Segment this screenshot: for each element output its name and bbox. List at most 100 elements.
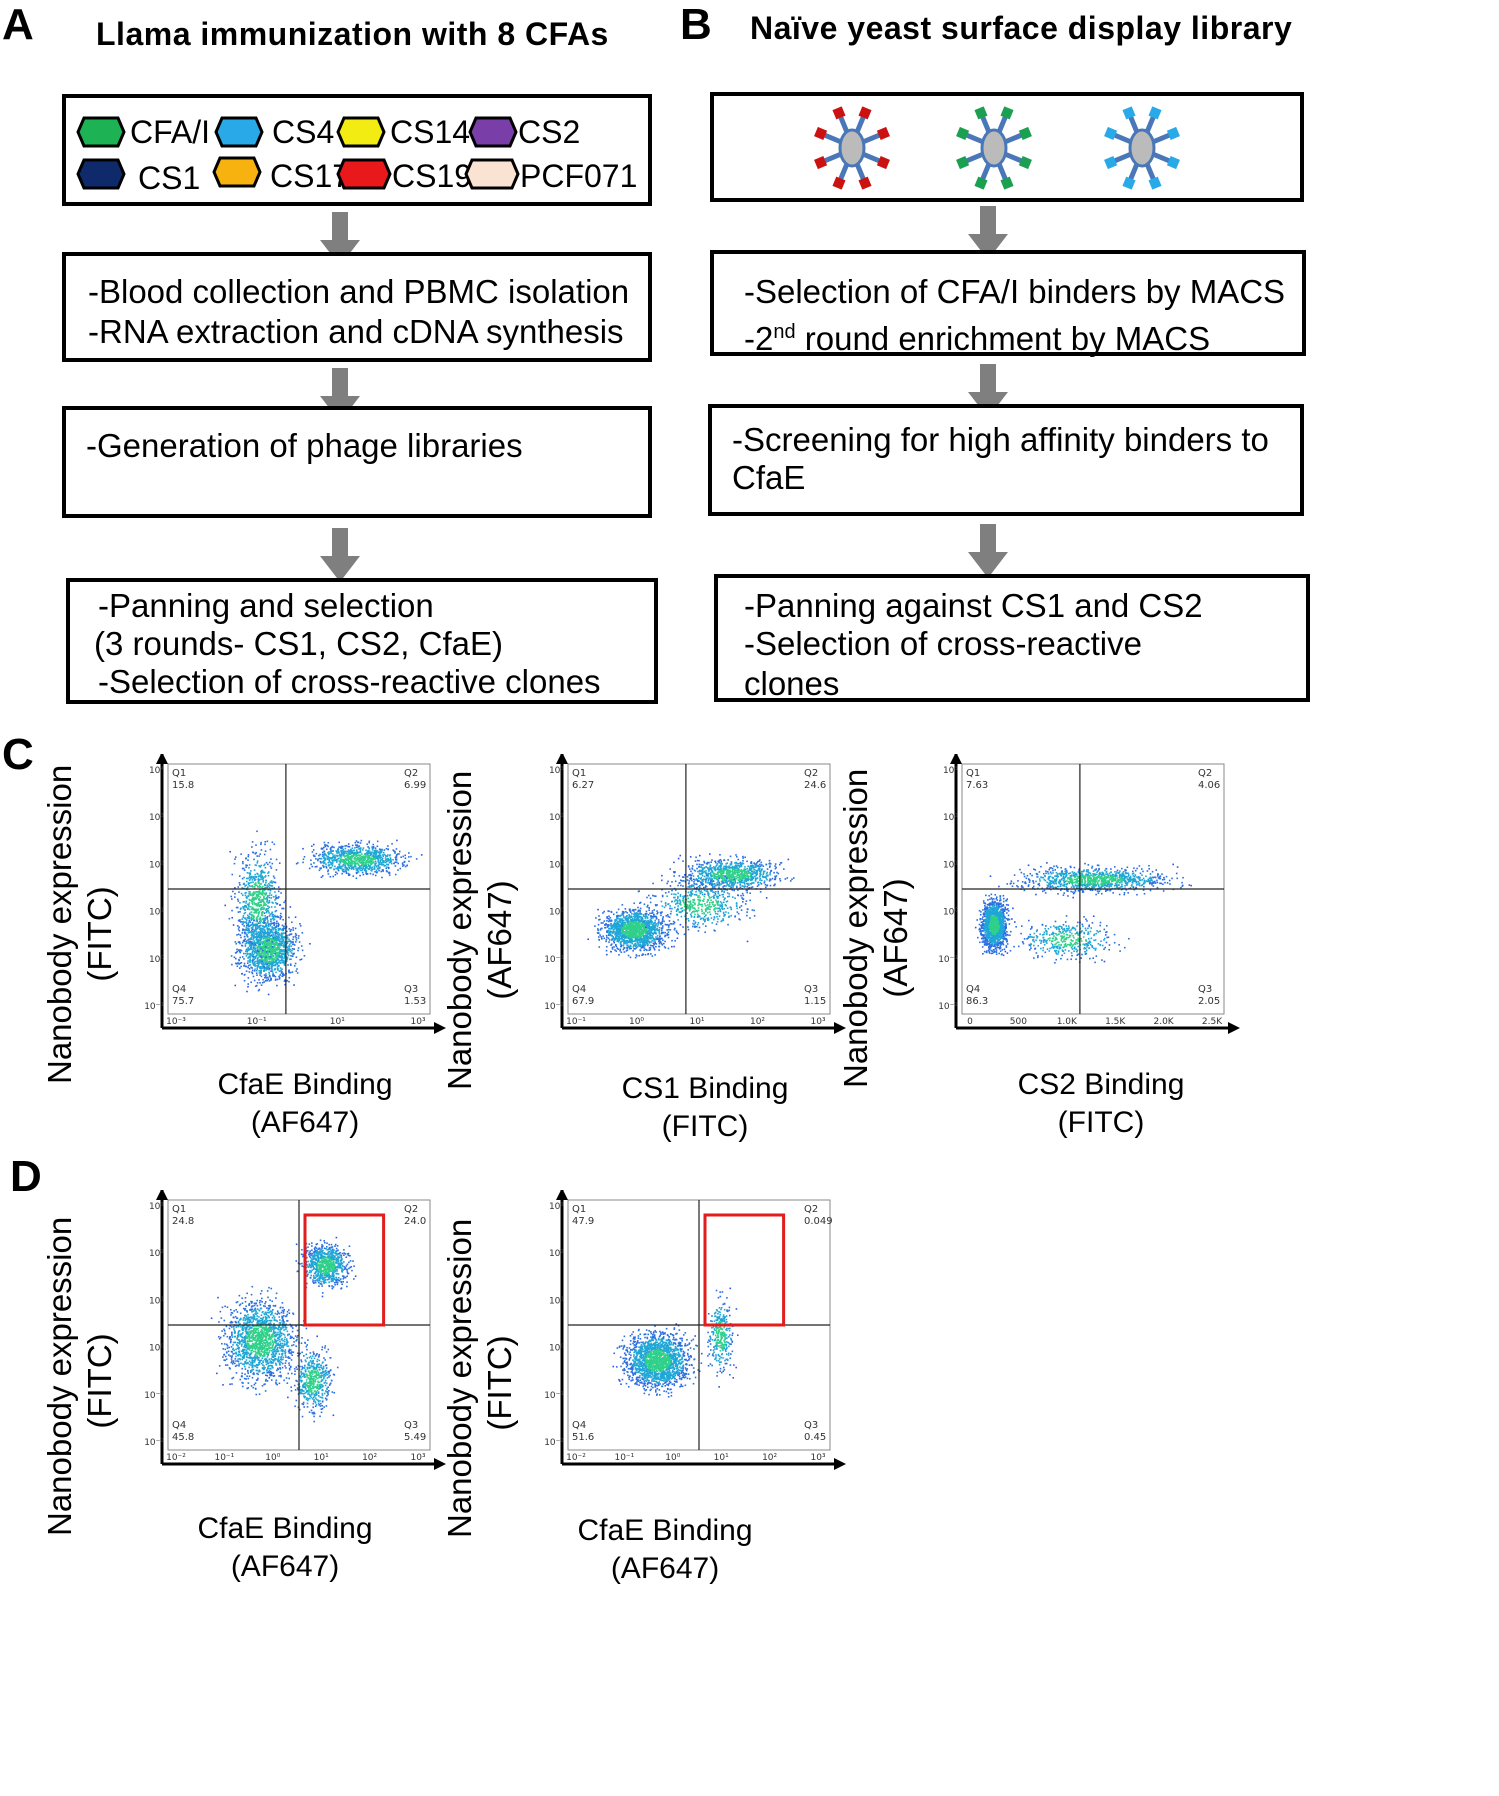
x-tick-label: 10⁰	[629, 1017, 644, 1027]
quadrant-name: Q1	[172, 768, 186, 779]
arrow-down-icon	[320, 528, 360, 582]
antigen-label-cs19: CS19	[392, 158, 473, 194]
quadrant-percent: 0.45	[804, 1432, 826, 1443]
y-axis-label: Nanobody expression(FITC)	[41, 764, 118, 1084]
cfa-i-hexagon-icon	[76, 116, 126, 148]
y-tick-label: 10¹	[149, 908, 164, 918]
y-tick-label: 10²	[549, 1249, 564, 1259]
x-axis-arrowhead	[434, 1022, 446, 1034]
y-tick-label: 10³	[149, 813, 164, 823]
y-tick-label: 10³	[549, 766, 564, 776]
panel-b-step-3-line-2: -Selection of cross-reactive	[744, 625, 1142, 662]
yeast-tip	[956, 156, 970, 170]
panel-b-step-2-line-2: CfaE	[732, 459, 806, 496]
x-axis-arrowhead	[1228, 1022, 1240, 1034]
y-tick-label: 10²	[149, 1249, 164, 1259]
quadrant-percent: 7.63	[966, 780, 988, 791]
yeast-tip	[974, 106, 988, 120]
quadrant-percent: 24.0	[404, 1216, 426, 1227]
panel-b-step-1-box: -Selection of CFA/I binders by MACS -2nd…	[710, 250, 1306, 357]
x-axis-arrowhead	[434, 1458, 446, 1470]
x-tick-label: 10²	[362, 1453, 377, 1463]
x-tick-label: 10³	[410, 1453, 425, 1463]
yeast-tip	[1122, 176, 1136, 190]
x-tick-label: 10²	[762, 1453, 777, 1463]
panel-a-step-3-line-2: (3 rounds- CS1, CS2, CfaE)	[94, 625, 503, 662]
antigen-label-pcf071: PCF071	[520, 158, 638, 194]
x-tick-label: 1.0K	[1057, 1017, 1078, 1027]
panel-c-letter: C	[2, 730, 34, 779]
y-tick-label: 10¹	[943, 860, 958, 870]
y-axis-arrowhead	[556, 754, 568, 764]
x-tick-label: 10⁻¹	[214, 1453, 234, 1463]
y-tick-label: 10¹	[149, 1296, 164, 1306]
y-axis-label: Nanobody expression(AF647)	[837, 768, 914, 1088]
yeast-tip	[974, 176, 988, 190]
cs14-hexagon-icon	[336, 116, 386, 148]
antigen-label-cs4: CS4	[272, 114, 335, 150]
yeast-body	[1128, 128, 1156, 168]
y-tick-label: 10³	[943, 766, 958, 776]
quadrant-name: Q2	[404, 1204, 418, 1215]
y-tick-label: 10⁻¹	[544, 1391, 564, 1401]
y-tick-label: 10⁻²	[544, 1438, 564, 1448]
y-tick-label: 10²	[943, 813, 958, 823]
yeast-tip	[876, 156, 890, 170]
yeast-tip	[876, 126, 890, 140]
quadrant-name: Q4	[172, 1420, 186, 1431]
quadrant-percent: 86.3	[966, 996, 988, 1007]
yeast-tip	[1104, 126, 1118, 140]
panel-b-step-1-line-2: -2nd round enrichment by MACS	[744, 320, 1211, 357]
quadrant-name: Q1	[966, 768, 980, 779]
x-tick-label: 0	[967, 1017, 973, 1027]
x-tick-label: 10²	[750, 1017, 765, 1027]
arrow-down-icon	[968, 524, 1008, 578]
quadrant-name: Q1	[572, 1204, 586, 1215]
quadrant-name: Q4	[572, 1420, 586, 1431]
quadrant-percent: 45.8	[172, 1432, 194, 1443]
yeast-tip	[1000, 176, 1014, 190]
x-tick-label: 10⁻¹	[247, 1017, 267, 1027]
x-axis-label: CS2 Binding(FITC)	[1017, 1068, 1185, 1139]
panel-b-step-2-box: -Screening for high affinity binders to …	[708, 404, 1304, 516]
x-axis-label: CfaE Binding(AF647)	[577, 1514, 753, 1585]
y-tick-label: 10⁰	[149, 955, 164, 965]
y-axis-arrowhead	[156, 754, 168, 764]
density-cloud	[210, 1236, 357, 1423]
x-tick-label: 10³	[410, 1017, 425, 1027]
yeast-tip	[1018, 156, 1032, 170]
y-tick-label: 10⁰	[149, 1344, 164, 1354]
quadrant-name: Q4	[966, 984, 980, 995]
quadrant-percent: 4.06	[1198, 780, 1220, 791]
quadrant-percent: 6.99	[404, 780, 426, 791]
yeast-body	[980, 128, 1008, 168]
yeast-tip	[1104, 156, 1118, 170]
quadrant-percent: 24.6	[804, 780, 826, 791]
x-axis-arrowhead	[834, 1022, 846, 1034]
x-tick-label: 10⁰	[265, 1453, 280, 1463]
x-tick-label: 2.0K	[1153, 1017, 1174, 1027]
y-axis-arrowhead	[556, 1190, 568, 1200]
y-tick-label: 10²	[549, 813, 564, 823]
quadrant-name: Q2	[804, 768, 818, 779]
x-tick-label: 10⁻²	[566, 1453, 586, 1463]
x-tick-label: 10⁻¹	[614, 1453, 634, 1463]
y-tick-label: 10⁻²	[544, 1002, 564, 1012]
x-tick-label: 2.5K	[1202, 1017, 1223, 1027]
density-cloud	[974, 862, 1192, 964]
panel-b-letter: B	[680, 0, 712, 49]
yeast-cell-blue-icon	[1104, 106, 1180, 190]
panel-a-step-3-line-1: -Panning and selection	[98, 587, 434, 624]
yeast-tip	[1148, 106, 1162, 120]
x-tick-label: 10⁻²	[166, 1453, 186, 1463]
panel-d-letter: D	[10, 1152, 42, 1201]
density-cloud	[587, 853, 795, 959]
panel-b-step-3-box: -Panning against CS1 and CS2 -Selection …	[714, 574, 1310, 702]
cs1-hexagon-icon	[76, 158, 126, 190]
quadrant-name: Q2	[1198, 768, 1212, 779]
quadrant-name: Q2	[404, 768, 418, 779]
